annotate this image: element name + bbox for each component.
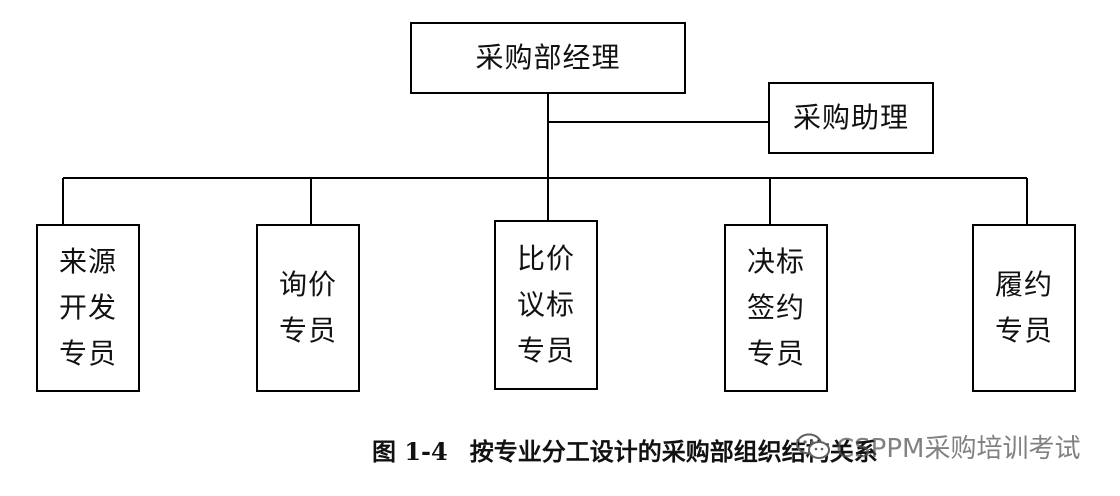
node-price-comparison-specialist: 比价 议标 专员	[494, 220, 598, 390]
node-label: 采购助理	[792, 101, 909, 134]
wechat-icon	[796, 433, 830, 461]
node-label: 采购部经理	[475, 41, 621, 74]
node-award-contract-specialist: 决标 签约 专员	[724, 224, 828, 392]
node-sourcing-specialist: 来源 开发 专员	[36, 224, 140, 392]
figure-number: 图 1-4	[372, 437, 448, 466]
node-purchasing-assistant: 采购助理	[768, 82, 934, 154]
node-label: 决标 签约 专员	[746, 245, 805, 370]
node-label: 来源 开发 专员	[58, 245, 117, 370]
node-purchasing-manager: 采购部经理	[410, 22, 686, 94]
node-fulfillment-specialist: 履约 专员	[972, 224, 1076, 392]
watermark-text: CSPPM采购培训考试	[836, 434, 1081, 464]
node-label: 履约 专员	[994, 268, 1053, 347]
node-inquiry-specialist: 询价 专员	[256, 224, 360, 392]
node-label: 询价 专员	[278, 268, 337, 347]
node-label: 比价 议标 专员	[516, 242, 575, 367]
watermark: CSPPM采购培训考试	[796, 428, 1080, 465]
